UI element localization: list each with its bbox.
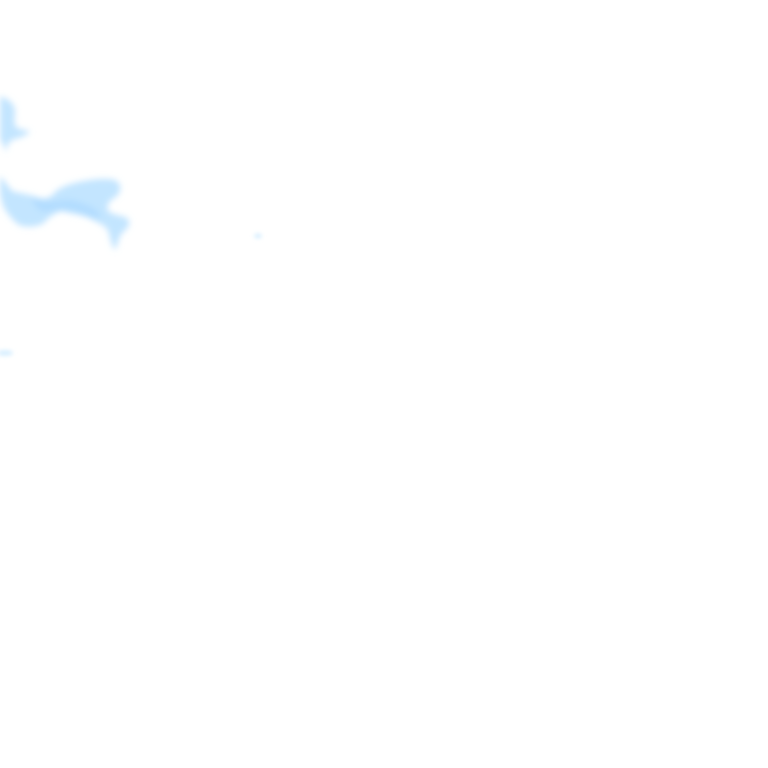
pond-east-shape — [254, 233, 262, 239]
pond-west-shape — [0, 350, 13, 356]
lake-channel-shape — [32, 196, 101, 219]
water-body-northwest — [0, 96, 130, 250]
lake-west-shape — [0, 96, 30, 152]
lake-main-shape — [0, 176, 130, 250]
water-islands — [0, 233, 262, 356]
